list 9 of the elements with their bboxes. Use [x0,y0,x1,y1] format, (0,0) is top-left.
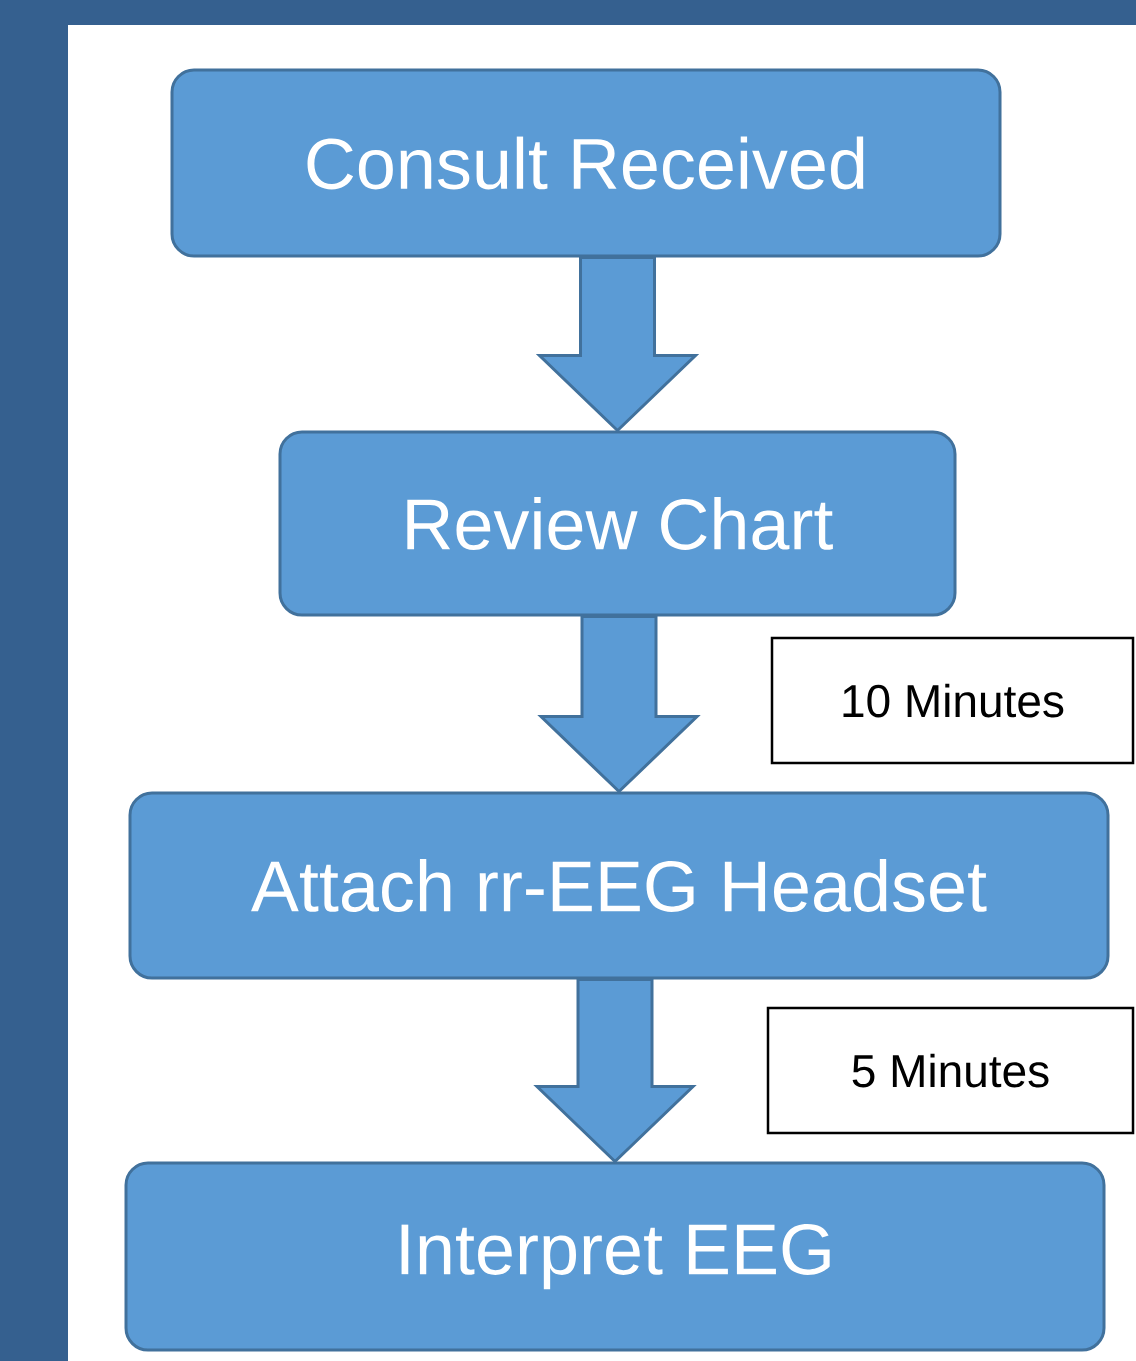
block-arrow [535,256,700,433]
block-arrow [533,978,697,1164]
process-box: Consult Received [170,68,1002,258]
process-box: Interpret EEG [124,1161,1106,1352]
block-arrow [537,615,701,794]
process-box: Attach rr-EEG Headset [128,791,1110,980]
duration-box: 10 Minutes [770,636,1135,765]
duration-box: 5 Minutes [766,1006,1135,1135]
process-box: Review Chart [278,430,957,617]
